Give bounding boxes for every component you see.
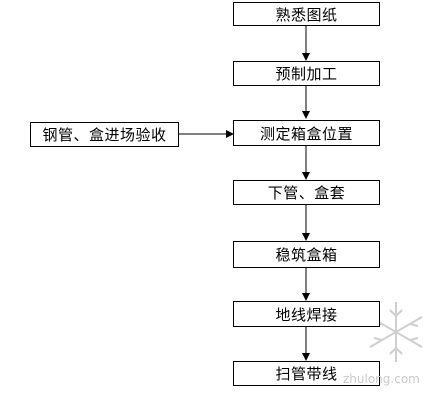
node-familiarize-drawings: 熟悉图纸 <box>233 2 380 26</box>
node-sweep-pipe-wire: 扫管带线 <box>233 361 380 386</box>
node-prefabrication: 预制加工 <box>233 61 380 86</box>
watermark-logo <box>369 302 423 362</box>
node-ground-wire-welding: 地线焊接 <box>233 301 380 327</box>
watermark-text: zhulong.com <box>343 372 420 386</box>
node-measure-box-position: 测定箱盒位置 <box>233 120 380 146</box>
node-fix-box: 稳筑盒箱 <box>233 241 380 268</box>
side-node-pipe-box-inspection: 钢管、盒进场验收 <box>30 122 179 147</box>
node-lay-pipe-box-sleeve: 下管、盒套 <box>233 180 380 205</box>
